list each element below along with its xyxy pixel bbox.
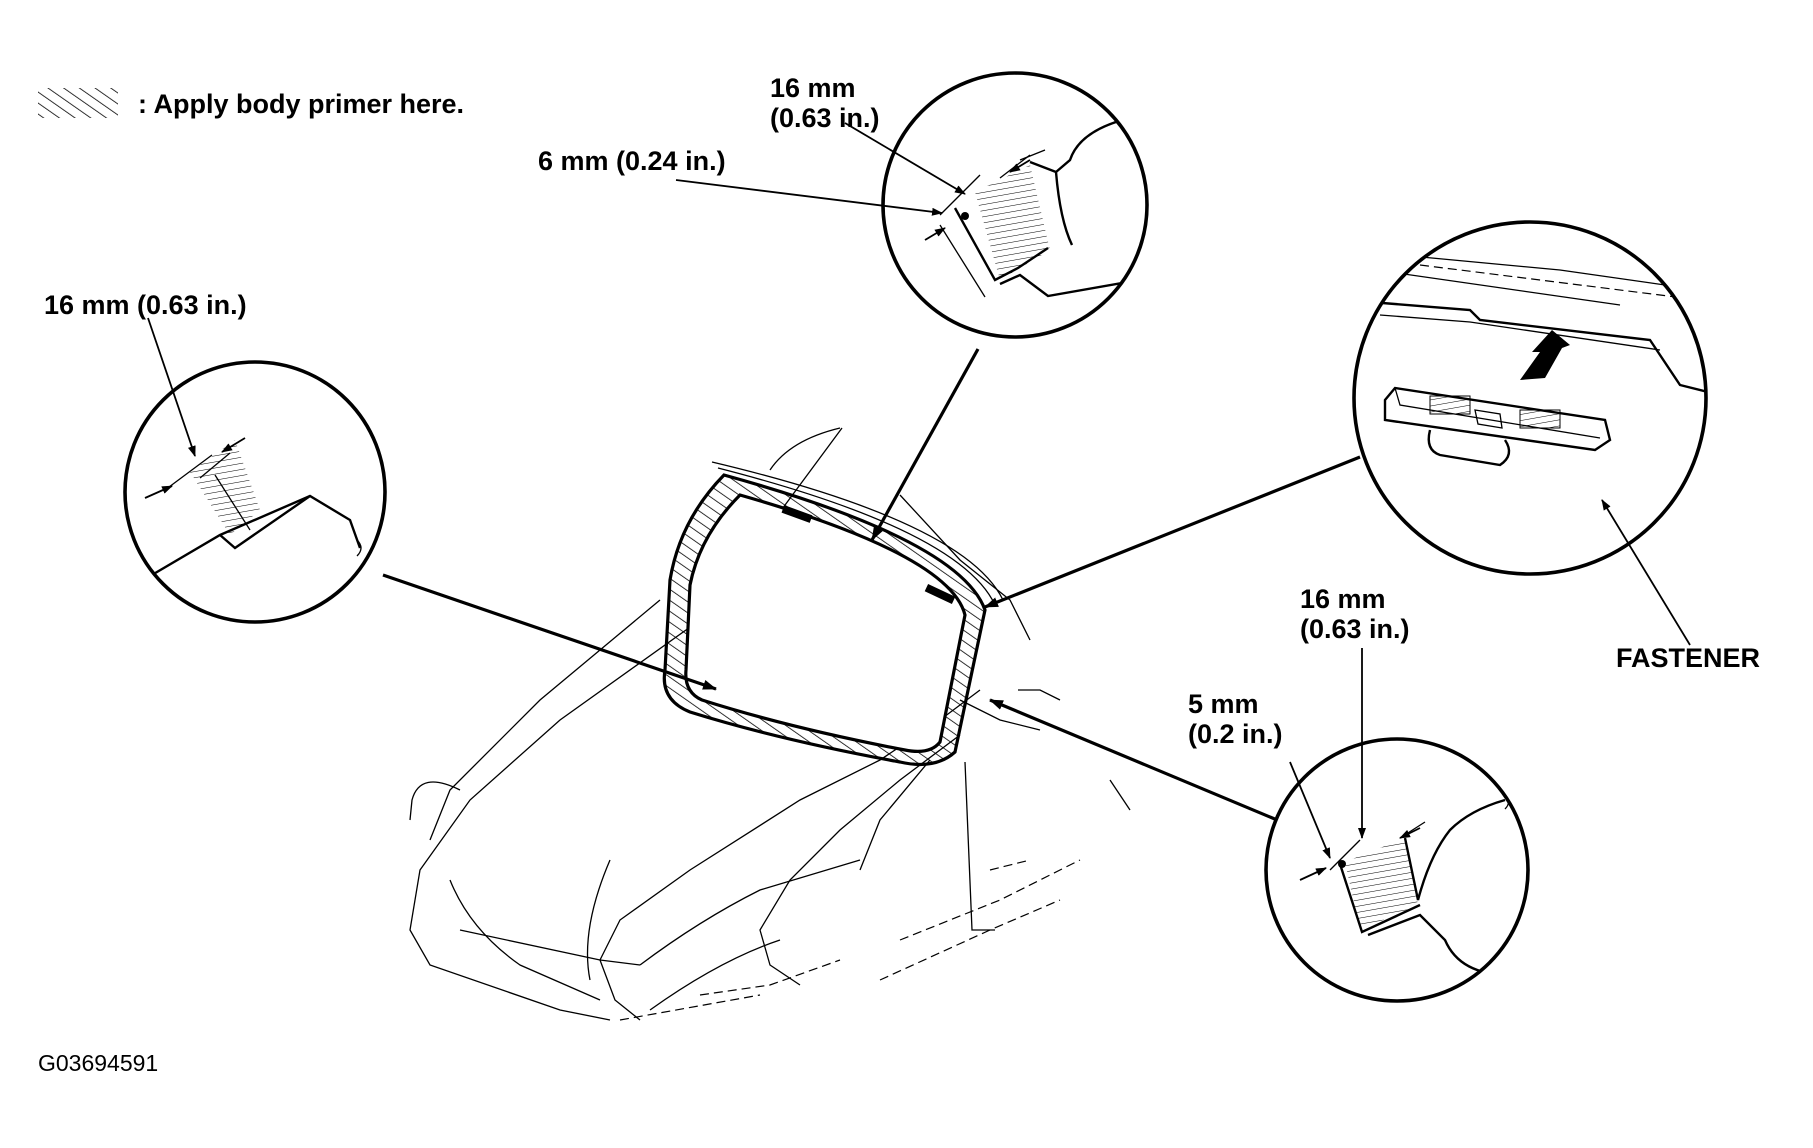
hatch-swatch-icon — [38, 88, 118, 118]
lower-right-width-label-line1: 16 mm — [1300, 584, 1386, 614]
detail-circle-fastener — [1352, 220, 1708, 646]
top-width-label-line2: (0.63 in.) — [770, 103, 880, 133]
leader-lower-right — [989, 698, 1327, 845]
detail-circle-top — [675, 71, 1149, 339]
fastener-clip-icon — [1429, 395, 1561, 429]
lower-right-width-label-line2: (0.63 in.) — [1300, 614, 1410, 644]
leader-fastener — [984, 455, 1361, 609]
detail-circle-left — [123, 317, 387, 624]
figure-code: G03694591 — [38, 1050, 158, 1076]
legend-text: : Apply body primer here. — [138, 89, 464, 119]
fastener-label: FASTENER — [1616, 643, 1760, 673]
top-offset-label: 6 mm (0.24 in.) — [538, 146, 726, 176]
leader-top — [870, 348, 980, 541]
leader-arrows — [382, 348, 1361, 845]
car-body-outline — [409, 427, 1131, 1021]
top-width-label-line1: 16 mm — [770, 73, 856, 103]
lower-right-offset-label-line1: 5 mm — [1188, 689, 1259, 719]
windshield — [662, 461, 1004, 766]
lower-right-offset-label-line2: (0.2 in.) — [1188, 719, 1283, 749]
legend: : Apply body primer here. — [38, 88, 464, 119]
leader-left — [382, 573, 717, 691]
left-width-label: 16 mm (0.63 in.) — [44, 290, 247, 320]
detail-circle-lower-right — [1264, 648, 1530, 1003]
